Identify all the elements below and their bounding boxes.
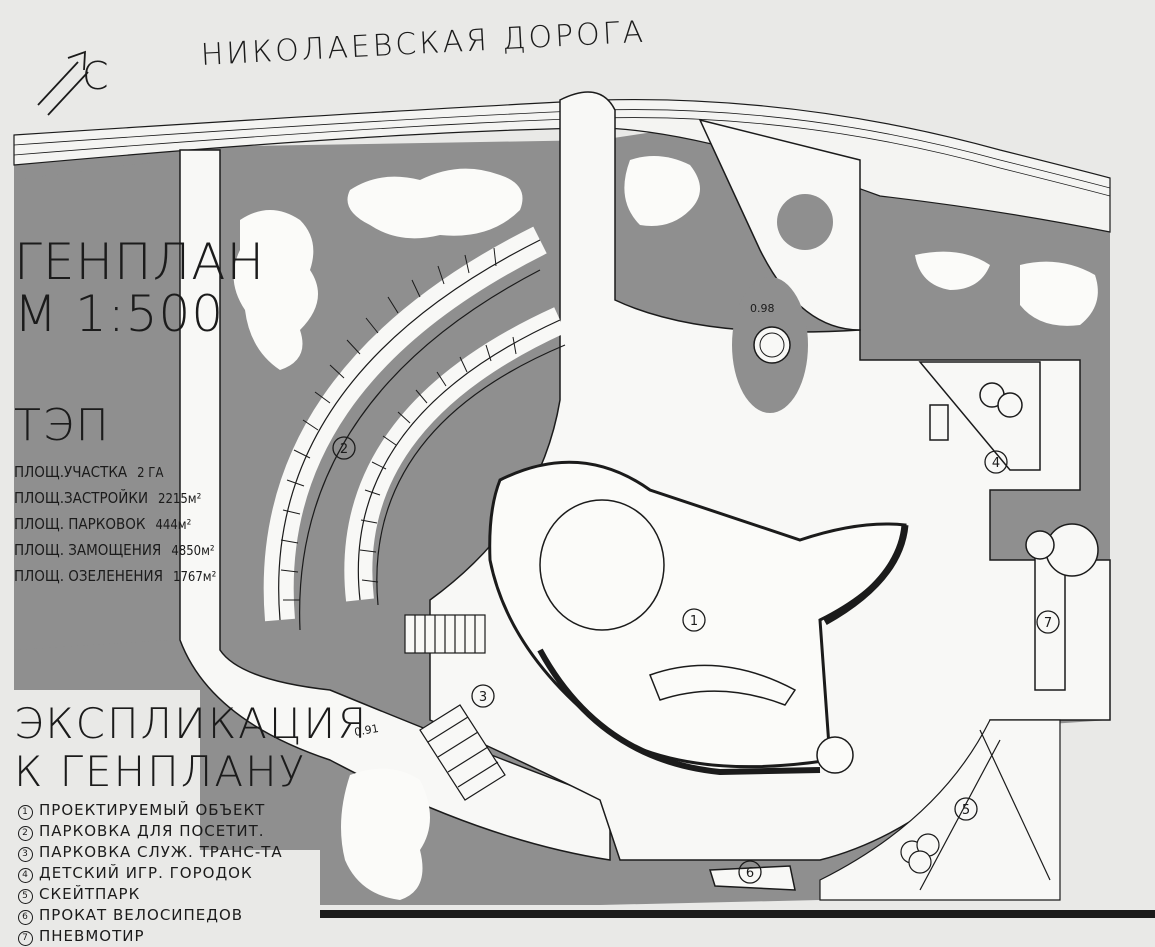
explication-label: ПРОЕКТИРУЕМЫЙ ОБЪЕКТ	[39, 801, 266, 819]
zone-number-3: 3	[479, 690, 487, 705]
road-nikolaevskaya	[13, 98, 1111, 233]
zone-number-6: 6	[746, 866, 754, 881]
item-number-badge: 6	[18, 910, 33, 925]
explication-list: 1 ПРОЕКТИРУЕМЫЙ ОБЪЕКТ 2 ПАРКОВКА ДЛЯ ПОСЕ…	[18, 800, 283, 947]
explication-item: 1 ПРОЕКТИРУЕМЫЙ ОБЪЕКТ	[18, 800, 283, 821]
service-parking	[404, 614, 506, 801]
item-number-badge: 7	[18, 931, 33, 946]
tep-label: ПЛОЩ. ОЗЕЛЕНЕНИЯ	[14, 567, 164, 585]
explication-title-line2: К ГЕНПЛАНУ	[14, 747, 307, 796]
explication-title: ЭКСПЛИКАЦИЯ К ГЕНПЛАНУ	[14, 700, 368, 796]
tep-value: 4850м²	[171, 544, 215, 559]
explication-item: 2 ПАРКОВКА ДЛЯ ПОСЕТИТ.	[18, 821, 283, 842]
tep-row: ПЛОЩ. ЗАМОЩЕНИЯ 4850м²	[14, 538, 216, 564]
zone-numbers	[332, 436, 1060, 884]
item-number-badge: 4	[18, 868, 33, 883]
tep-label: ПЛОЩ.УЧАСТКА	[14, 463, 128, 481]
explication-item: 7 ПНЕВМОТИР	[18, 926, 283, 947]
elevation-marks: 0.98 0.91	[353, 302, 774, 739]
plan-title-line1: ГЕНПЛАН	[14, 233, 266, 291]
explication-label: ПРОКАТ ВЕЛОСИПЕДОВ	[39, 906, 244, 924]
item-number-badge: 1	[18, 805, 33, 820]
tep-list: ПЛОЩ.УЧАСТКА 2 ГА ПЛОЩ.ЗАСТРОЙКИ 2215м² ПЛ…	[14, 460, 216, 590]
north-letter: С	[82, 54, 111, 98]
north-arrow	[37, 50, 89, 116]
zone-number-5: 5	[962, 803, 970, 818]
explication-title-line1: ЭКСПЛИКАЦИЯ	[14, 699, 369, 748]
item-number-badge: 3	[18, 847, 33, 862]
zone-number-4: 4	[992, 456, 1000, 471]
main-building	[488, 460, 909, 776]
bike-rental	[708, 865, 796, 891]
tep-value: 1767м²	[173, 570, 217, 585]
explication-label: СКЕЙТПАРК	[39, 885, 141, 903]
explication-label: ПАРКОВКА ДЛЯ ПОСЕТИТ.	[39, 822, 265, 840]
parking-hatching	[280, 247, 517, 601]
skatepark	[819, 719, 1061, 901]
zone-number-2: 2	[340, 442, 348, 457]
explication-item: 3 ПАРКОВКА СЛУЖ. ТРАНС-ТА	[18, 842, 283, 863]
explication-item: 6 ПРОКАТ ВЕЛОСИПЕДОВ	[18, 905, 283, 926]
zone-number-7: 7	[1044, 616, 1052, 631]
elevation-mark-left: 0.91	[353, 722, 379, 739]
tep-value: 444м²	[155, 518, 192, 533]
tep-title: ТЭП	[14, 400, 111, 451]
elevation-mark-top: 0.98	[750, 302, 775, 315]
airgun-range	[1025, 523, 1099, 691]
tep-row: ПЛОЩ. ОЗЕЛЕНЕНИЯ 1767м²	[14, 564, 216, 590]
site-boundary	[320, 910, 1155, 918]
tep-label: ПЛОЩ. ЗАМОЩЕНИЯ	[14, 541, 162, 559]
explication-label: ПАРКОВКА СЛУЖ. ТРАНС-ТА	[39, 843, 283, 861]
tep-row: ПЛОЩ.ЗАСТРОЙКИ 2215м²	[14, 486, 216, 512]
plan-title: ГЕНПЛАН М 1:500	[14, 236, 265, 340]
explication-item: 5 СКЕЙТПАРК	[18, 884, 283, 905]
tep-value: 2 ГА	[137, 466, 164, 481]
parking-rows	[263, 226, 566, 631]
tep-label: ПЛОЩ. ПАРКОВОК	[14, 515, 146, 533]
explication-label: ПНЕВМОТИР	[39, 927, 145, 945]
explication-item: 4 ДЕТСКИЙ ИГР. ГОРОДОК	[18, 863, 283, 884]
plan-title-scale: М 1:500	[14, 285, 225, 343]
playground	[918, 361, 1041, 471]
tep-row: ПЛОЩ. ПАРКОВОК 444м²	[14, 512, 216, 538]
item-number-badge: 2	[18, 826, 33, 841]
tree-clumps	[233, 156, 1098, 900]
explication-label: ДЕТСКИЙ ИГР. ГОРОДОК	[39, 864, 253, 882]
zone-number-1: 1	[690, 614, 698, 629]
item-number-badge: 5	[18, 889, 33, 904]
tep-row: ПЛОЩ.УЧАСТКА 2 ГА	[14, 460, 216, 486]
fountain	[732, 194, 833, 413]
tep-label: ПЛОЩ.ЗАСТРОЙКИ	[14, 489, 149, 507]
tep-value: 2215м²	[158, 492, 202, 507]
